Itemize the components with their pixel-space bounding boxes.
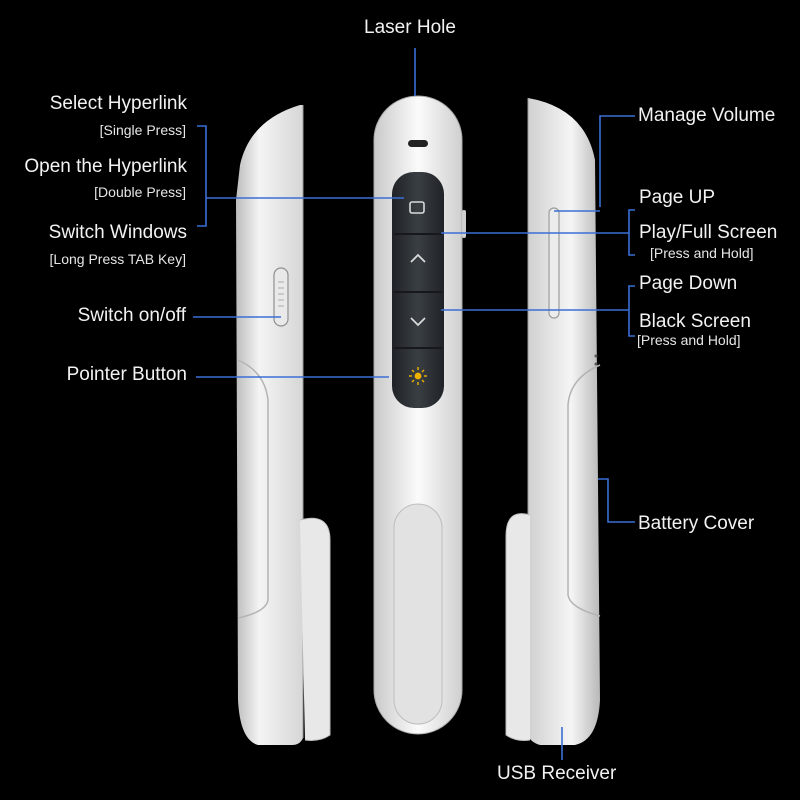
label-battery-cover: Battery Cover bbox=[638, 513, 755, 534]
label-select-hyperlink: Select Hyperlink bbox=[49, 93, 187, 114]
power-switch bbox=[273, 267, 289, 327]
left-side-view bbox=[236, 105, 331, 745]
label-pointer-button: Pointer Button bbox=[66, 364, 187, 385]
leader-lines bbox=[193, 48, 635, 760]
label-open-hyperlink: Open the Hyperlink bbox=[24, 156, 187, 177]
laser-hole-window bbox=[408, 140, 428, 147]
label-switch-onoff: Switch on/off bbox=[77, 305, 186, 326]
label-switch-windows: Switch Windows bbox=[48, 222, 187, 243]
note-open-hyperlink: [Double Press] bbox=[94, 184, 186, 200]
tab-window-icon bbox=[409, 201, 425, 214]
label-black-screen: Black Screen bbox=[639, 311, 751, 332]
label-laser-hole: Laser Hole bbox=[364, 17, 456, 38]
laser-sun-icon bbox=[409, 367, 427, 385]
note-select-hyperlink: [Single Press] bbox=[99, 122, 186, 138]
chevron-down-icon bbox=[410, 317, 426, 327]
label-play-full-screen: Play/Full Screen bbox=[639, 222, 778, 243]
volume-rocker bbox=[548, 207, 560, 319]
label-usb-receiver: USB Receiver bbox=[497, 763, 617, 784]
chevron-up-icon bbox=[410, 253, 426, 263]
note-black-screen: [Press and Hold] bbox=[637, 332, 741, 348]
front-view bbox=[373, 95, 466, 735]
note-switch-windows: [Long Press TAB Key] bbox=[49, 251, 186, 267]
label-page-up: Page UP bbox=[639, 187, 716, 208]
right-side-view bbox=[505, 98, 601, 745]
label-manage-volume: Manage Volume bbox=[638, 105, 776, 126]
pocket-clip bbox=[393, 503, 443, 725]
note-play-full-screen: [Press and Hold] bbox=[650, 245, 754, 261]
label-page-down: Page Down bbox=[639, 273, 738, 294]
